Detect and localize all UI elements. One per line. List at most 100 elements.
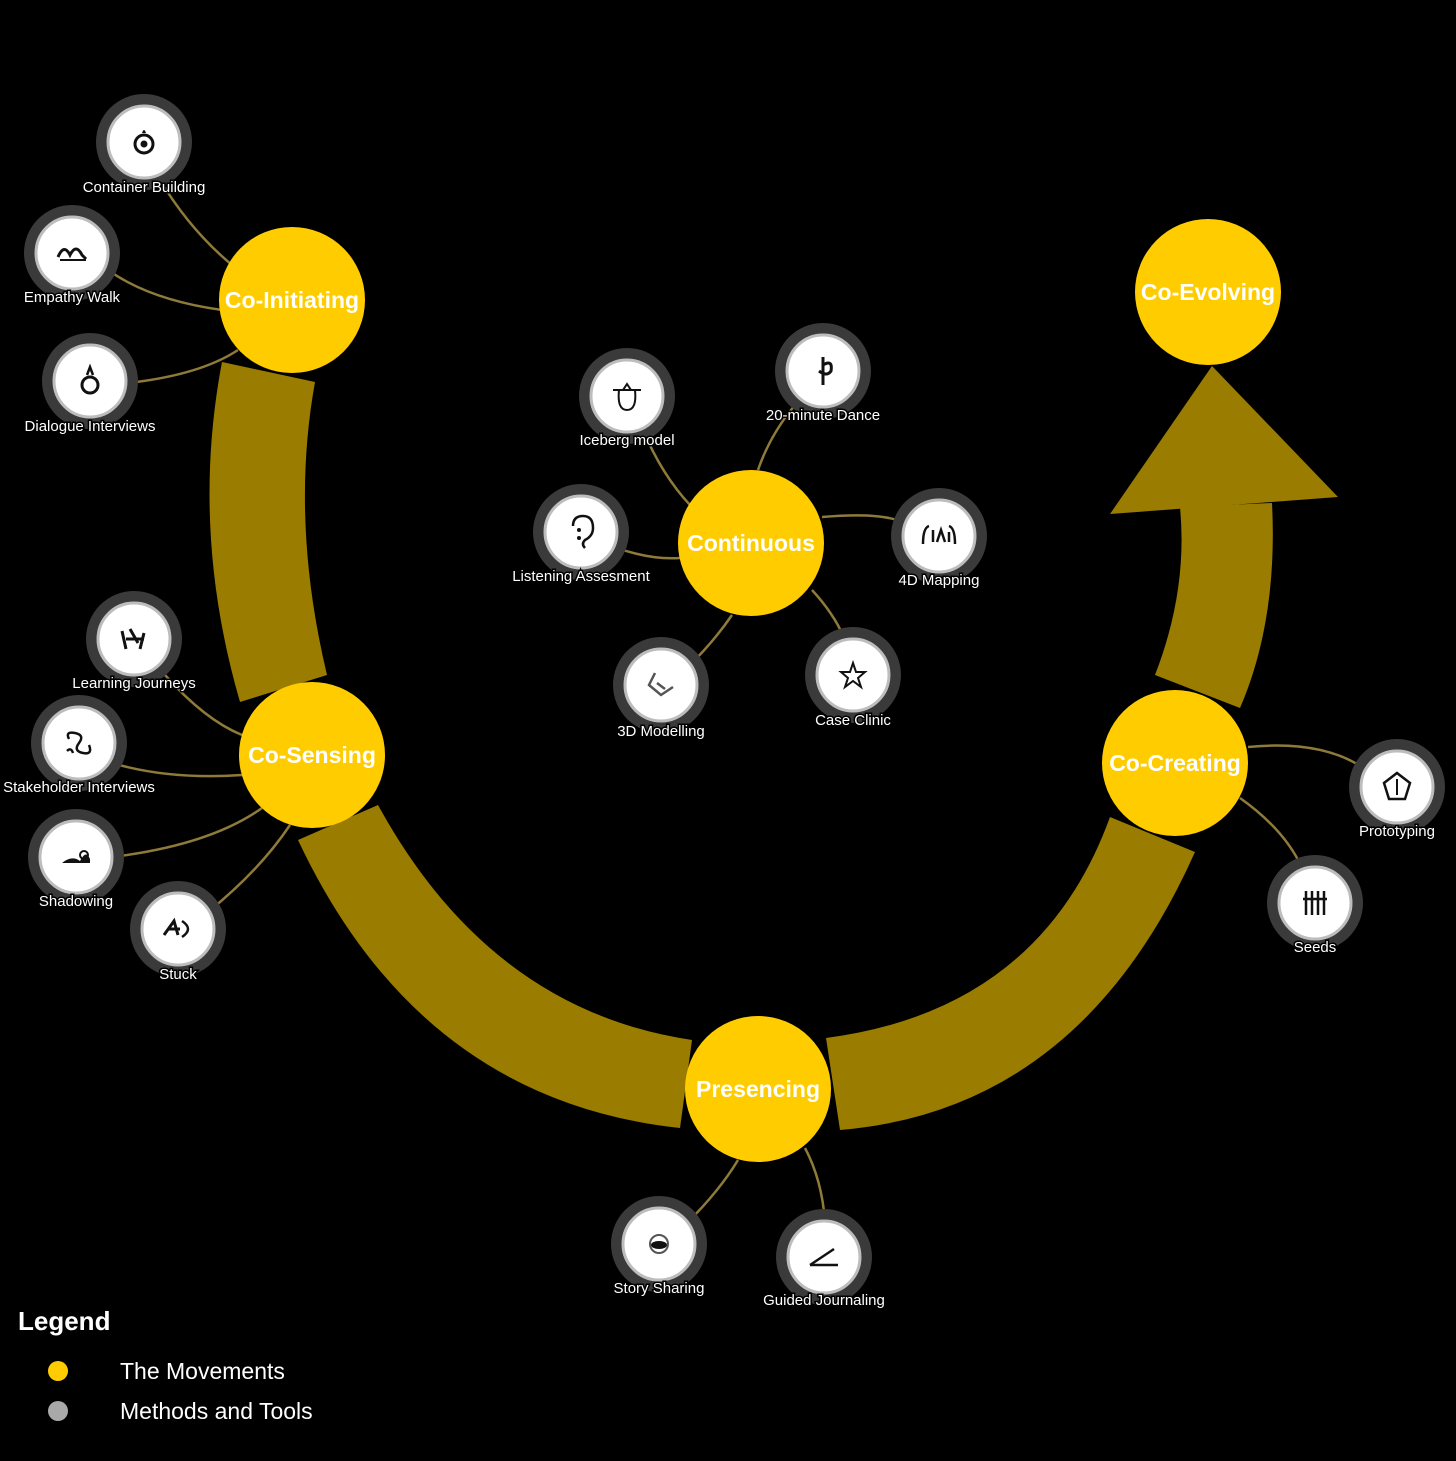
legend: Legend The Movements Methods and Tools xyxy=(18,1306,313,1431)
seeds-icon xyxy=(1303,891,1327,915)
method-node-seeds[interactable]: Seeds xyxy=(1267,855,1363,958)
arc-segment-creating xyxy=(826,817,1195,1130)
stakeholder-icon xyxy=(66,731,92,755)
movement-label: Continuous xyxy=(687,530,815,556)
legend-title: Legend xyxy=(18,1306,111,1336)
method-node-empathy-walk[interactable]: Empathy Walk xyxy=(22,205,122,308)
link-dialogue-interviews xyxy=(127,348,239,385)
method-node-container-building[interactable]: Container Building xyxy=(81,94,207,198)
iceberg-icon xyxy=(613,382,641,412)
co-evolving-arrowhead xyxy=(1110,366,1338,514)
method-label: Guided Journaling xyxy=(763,1292,885,1309)
movement-circle xyxy=(1102,690,1248,836)
movement-node-co-initiating[interactable]: Co-Initiating xyxy=(219,227,365,373)
arc-segment-evolving xyxy=(1155,503,1273,708)
arc-segment-sensing xyxy=(209,362,327,702)
method-label: Learning Journeys xyxy=(72,675,195,692)
method-node-twenty-minute-dance[interactable]: 20-minute Dance xyxy=(764,323,882,426)
link-four-d-mapping xyxy=(821,514,903,524)
movement-label: Co-Evolving xyxy=(1141,279,1275,305)
mapping-icon xyxy=(921,524,957,545)
method-label: Container Building xyxy=(83,179,206,196)
legend-label-methods: Methods and Tools xyxy=(120,1397,313,1424)
ear-icon xyxy=(571,514,595,549)
method-label: Seeds xyxy=(1294,939,1337,956)
link-shadowing xyxy=(111,806,263,859)
method-node-case-clinic[interactable]: Case Clinic xyxy=(805,627,901,731)
movement-node-co-sensing[interactable]: Co-Sensing xyxy=(239,682,385,828)
movement-dot-icon xyxy=(48,1361,68,1381)
story-icon xyxy=(649,1234,669,1254)
link-prototyping xyxy=(1247,744,1363,769)
legend-item-movements: The Movements xyxy=(18,1351,313,1391)
method-node-four-d-mapping[interactable]: 4D Mapping xyxy=(891,488,987,591)
link-story-sharing xyxy=(687,1159,740,1223)
link-learning-journeys xyxy=(164,674,243,737)
walk-icon xyxy=(56,247,88,261)
movement-label: Presencing xyxy=(696,1076,820,1102)
journal-icon xyxy=(809,1247,838,1267)
movement-circle xyxy=(219,227,365,373)
movement-circle xyxy=(678,470,824,616)
method-face xyxy=(1277,865,1353,941)
arc-segment-presencing xyxy=(298,805,692,1128)
dance-icon xyxy=(818,357,833,385)
method-label: Dialogue Interviews xyxy=(25,418,156,435)
method-label: 3D Modelling xyxy=(617,723,705,740)
movement-circle xyxy=(239,682,385,828)
method-node-stakeholder-interviews[interactable]: Stakeholder Interviews xyxy=(2,695,156,798)
legend-item-methods: Methods and Tools xyxy=(18,1391,313,1431)
method-face xyxy=(815,637,891,713)
legend-label-movements: The Movements xyxy=(120,1357,285,1384)
movement-circle xyxy=(685,1016,831,1162)
method-node-story-sharing[interactable]: Story Sharing xyxy=(611,1196,707,1299)
method-label: Prototyping xyxy=(1359,823,1435,840)
method-label: Empathy Walk xyxy=(24,289,121,306)
method-node-prototyping[interactable]: Prototyping xyxy=(1349,739,1445,842)
method-face xyxy=(52,343,128,419)
movement-node-continuous[interactable]: Continuous xyxy=(678,470,824,616)
method-face xyxy=(38,819,114,895)
link-empathy-walk xyxy=(107,268,223,312)
method-label: Case Clinic xyxy=(815,712,891,729)
journey-icon xyxy=(120,628,146,650)
method-node-iceberg-model[interactable]: Iceberg model xyxy=(578,348,676,451)
movement-node-co-creating[interactable]: Co-Creating xyxy=(1102,690,1248,836)
u-journey-arc xyxy=(209,362,1338,1130)
clinic-icon xyxy=(838,659,868,690)
method-node-guided-journaling[interactable]: Guided Journaling xyxy=(762,1209,886,1311)
method-node-dialogue-interviews[interactable]: Dialogue Interviews xyxy=(23,333,157,437)
method-label: Story Sharing xyxy=(614,1280,705,1297)
method-label: Listening Assesment xyxy=(512,568,650,585)
method-node-shadowing[interactable]: Shadowing xyxy=(28,809,124,912)
method-label: Iceberg model xyxy=(579,432,674,449)
movement-label: Co-Sensing xyxy=(248,742,376,768)
method-label: 20-minute Dance xyxy=(766,407,880,424)
container-icon xyxy=(133,130,155,155)
method-node-listening-assesment[interactable]: Listening Assesment xyxy=(511,484,652,587)
method-label: Stuck xyxy=(159,966,197,983)
method-label: 4D Mapping xyxy=(899,572,980,589)
link-seeds xyxy=(1239,796,1304,869)
link-stuck xyxy=(207,824,292,913)
movement-node-presencing[interactable]: Presencing xyxy=(685,1016,831,1162)
method-node-three-d-modelling[interactable]: 3D Modelling xyxy=(613,637,709,742)
shadow-icon xyxy=(62,850,90,863)
method-face xyxy=(589,358,665,434)
prototype-icon xyxy=(1382,771,1412,801)
movement-circle xyxy=(1135,219,1281,365)
method-node-stuck[interactable]: Stuck xyxy=(130,881,226,985)
movement-label: Co-Creating xyxy=(1109,750,1241,776)
modelling-icon xyxy=(647,672,674,697)
link-stakeholder-interviews xyxy=(111,761,243,778)
method-label: Shadowing xyxy=(39,893,113,910)
method-node-learning-journeys[interactable]: Learning Journeys xyxy=(71,591,197,694)
link-twenty-minute-dance xyxy=(756,404,796,471)
link-container-building xyxy=(158,179,233,266)
movement-node-co-evolving[interactable]: Co-Evolving xyxy=(1135,219,1281,365)
method-dot-icon xyxy=(48,1401,68,1421)
movement-label: Co-Initiating xyxy=(225,287,359,313)
